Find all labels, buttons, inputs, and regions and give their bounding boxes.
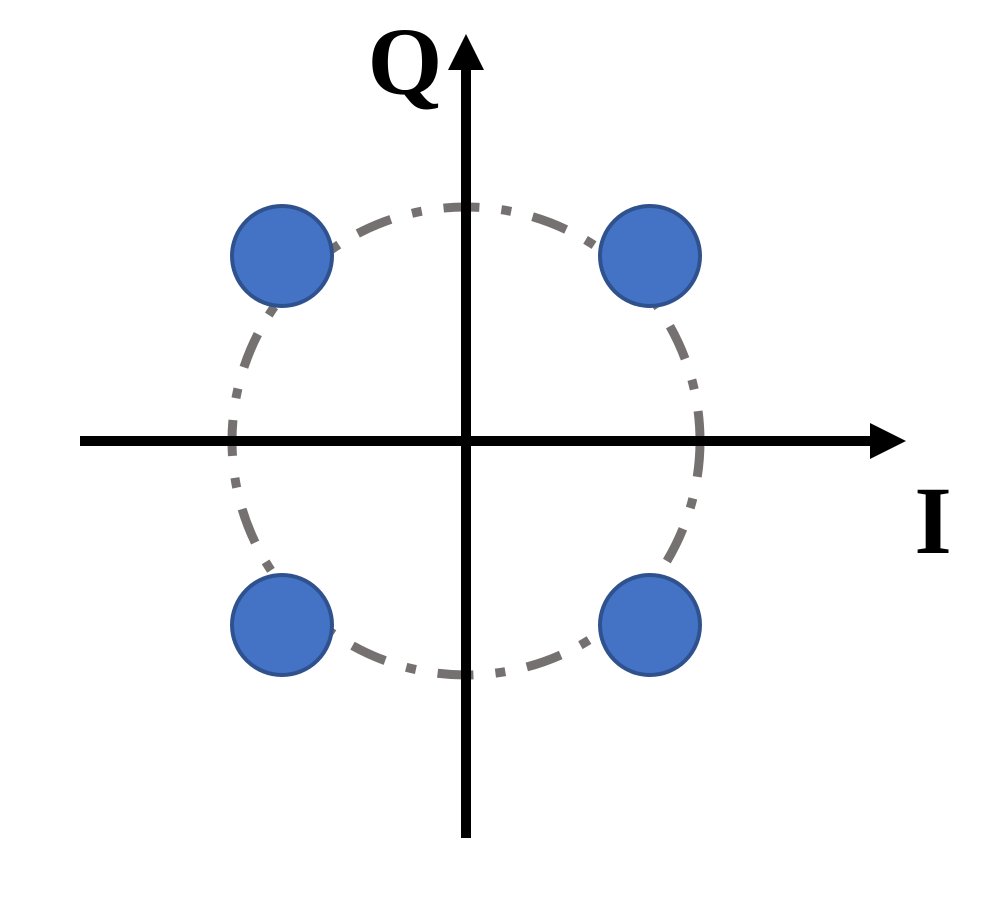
- i-axis-arrowhead: [870, 423, 906, 459]
- constellation-point-3: [230, 573, 334, 677]
- constellation-point-4: [598, 573, 702, 677]
- i-axis-label: I: [914, 467, 951, 574]
- constellation-point-1: [230, 204, 334, 308]
- constellation-points: [230, 204, 702, 677]
- q-axis-label: Q: [368, 8, 443, 115]
- constellation-point-2: [598, 204, 702, 308]
- q-axis-arrowhead: [448, 34, 484, 70]
